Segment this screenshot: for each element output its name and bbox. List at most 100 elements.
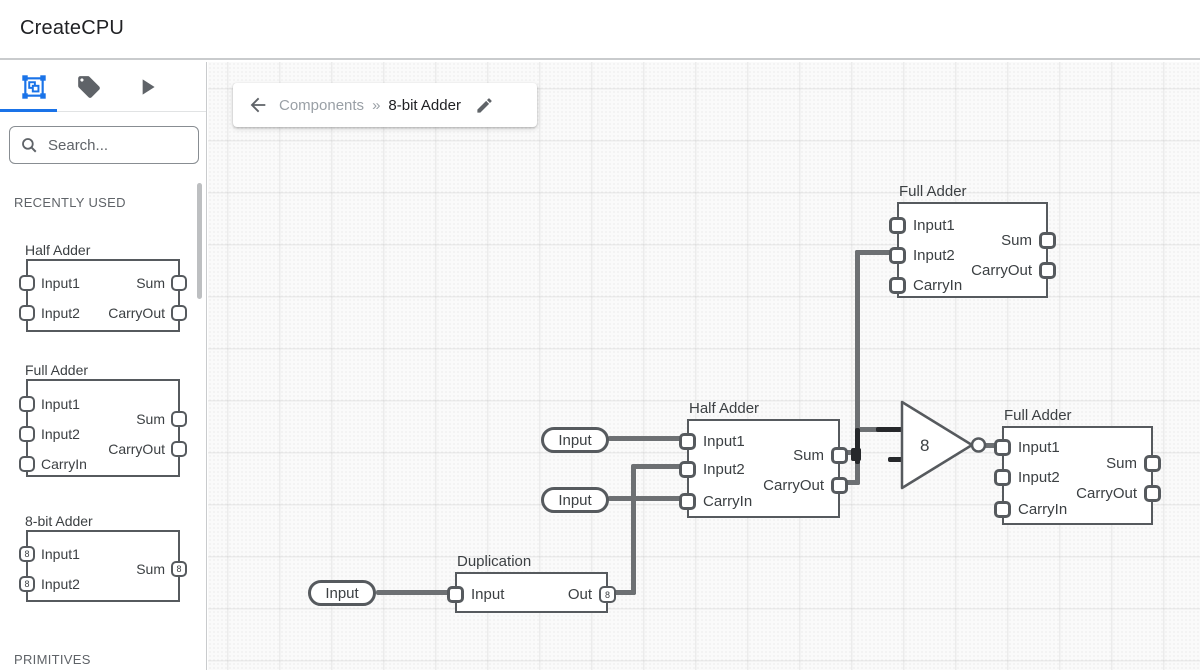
- circuit-canvas[interactable]: Input Input Input Full Adder Input1 Inpu…: [208, 62, 1200, 670]
- breadcrumb: Components » 8-bit Adder: [233, 83, 537, 127]
- port[interactable]: [994, 469, 1011, 486]
- port[interactable]: [679, 461, 696, 478]
- port-label: CarryIn: [1018, 501, 1068, 518]
- node-full-adder-right[interactable]: Full Adder Input1 Input2 CarryIn Sum Car…: [994, 407, 1161, 525]
- tab-components[interactable]: [21, 74, 47, 100]
- port[interactable]: [447, 586, 464, 603]
- port-label: Sum: [1106, 455, 1137, 472]
- port[interactable]: [19, 456, 35, 472]
- app-header: CreateCPU: [0, 0, 1200, 60]
- component-search[interactable]: [9, 126, 199, 164]
- library-8bit-adder[interactable]: 8-bit Adder 8 Input1 8 Input2 8 Sum: [19, 513, 187, 602]
- tab-simulate[interactable]: [134, 74, 160, 100]
- port[interactable]: [831, 447, 848, 464]
- wire-junction[interactable]: [851, 448, 861, 461]
- port-label: Input2: [703, 461, 745, 478]
- sidebar-tabbar: [0, 62, 206, 112]
- wire-segment[interactable]: [984, 443, 998, 448]
- port[interactable]: [171, 411, 187, 427]
- port-label: CarryOut: [971, 262, 1032, 279]
- port[interactable]: [994, 439, 1011, 456]
- back-arrow-icon[interactable]: [247, 94, 269, 116]
- port[interactable]: [994, 501, 1011, 518]
- wire-segment[interactable]: [608, 496, 686, 501]
- port[interactable]: [889, 217, 906, 234]
- node-title: Half Adder: [689, 400, 760, 417]
- port-label: Sum: [1001, 232, 1032, 249]
- port[interactable]: [171, 275, 187, 291]
- port[interactable]: [679, 493, 696, 510]
- port[interactable]: [1144, 485, 1161, 502]
- port[interactable]: [831, 477, 848, 494]
- port-label: Input2: [1018, 469, 1060, 486]
- breadcrumb-parent[interactable]: Components: [279, 96, 365, 114]
- port-label: Sum: [793, 447, 824, 464]
- port[interactable]: [889, 277, 906, 294]
- node-merger[interactable]: 8: [898, 398, 1002, 494]
- node-duplication[interactable]: Duplication Input 8 Out: [447, 553, 616, 613]
- wire-segment[interactable]: [607, 590, 636, 595]
- wire-segment[interactable]: [376, 590, 450, 595]
- port-label: CarryIn: [703, 493, 753, 510]
- input-pin[interactable]: Input: [541, 487, 609, 513]
- port-label: Input1: [41, 396, 80, 412]
- port-label: Input: [471, 586, 505, 603]
- library-item-title: 8-bit Adder: [25, 513, 93, 529]
- port-label: Out: [567, 586, 592, 603]
- search-icon: [22, 138, 37, 153]
- components-icon: [22, 75, 46, 99]
- port[interactable]: [19, 275, 35, 291]
- wire-segment-active[interactable]: [876, 427, 902, 432]
- port[interactable]: [1039, 232, 1056, 249]
- port[interactable]: [19, 396, 35, 412]
- wire-segment[interactable]: [855, 250, 860, 485]
- port-label: Input2: [41, 305, 80, 321]
- edit-pencil-icon[interactable]: [475, 96, 494, 115]
- node-full-adder-top[interactable]: Full Adder Input1 Input2 CarryIn Sum Car…: [889, 183, 1056, 298]
- wire-segment[interactable]: [855, 250, 891, 255]
- sidebar-scrollbar[interactable]: [197, 183, 202, 299]
- tag-icon: [78, 76, 100, 98]
- port-8bit[interactable]: 8: [19, 576, 35, 592]
- port-8bit[interactable]: 8: [599, 586, 616, 603]
- section-primitives: PRIMITIVES: [14, 652, 91, 667]
- library-half-adder[interactable]: Half Adder Input1 Input2 Sum CarryOut: [19, 242, 187, 332]
- wire-segment[interactable]: [631, 464, 683, 469]
- breadcrumb-current: 8-bit Adder: [388, 96, 461, 114]
- port[interactable]: [1144, 455, 1161, 472]
- port-label: Input1: [1018, 439, 1060, 456]
- wire-segment-active[interactable]: [855, 428, 860, 464]
- app-title: CreateCPU: [20, 17, 125, 39]
- wire-segment[interactable]: [846, 480, 860, 485]
- port[interactable]: [889, 247, 906, 264]
- port-label: CarryOut: [108, 441, 165, 457]
- input-pin[interactable]: Input: [308, 580, 376, 606]
- port-label: Input1: [41, 546, 80, 562]
- search-input[interactable]: [46, 135, 176, 155]
- port[interactable]: [19, 426, 35, 442]
- wire-stub[interactable]: [888, 457, 903, 462]
- port[interactable]: [679, 433, 696, 450]
- port-label: CarryIn: [41, 456, 87, 472]
- port-label: Input1: [703, 433, 745, 450]
- node-half-adder[interactable]: Half Adder Input1 Input2 CarryIn Sum Car…: [679, 400, 848, 518]
- port-label: Input1: [41, 275, 80, 291]
- port-8bit[interactable]: 8: [171, 561, 187, 577]
- port[interactable]: [171, 305, 187, 321]
- library-item-title: Half Adder: [25, 242, 91, 258]
- library-full-adder[interactable]: Full Adder Input1 Input2 CarryIn Sum Car…: [19, 362, 187, 477]
- port[interactable]: [1039, 262, 1056, 279]
- port-8bit[interactable]: 8: [19, 546, 35, 562]
- tab-tags[interactable]: [76, 74, 102, 100]
- port-label: Sum: [136, 561, 165, 577]
- port-label: Sum: [136, 275, 165, 291]
- input-pin[interactable]: Input: [541, 427, 609, 453]
- active-tab-indicator: [0, 109, 57, 112]
- wire-segment[interactable]: [608, 436, 684, 441]
- wire-segment[interactable]: [631, 465, 636, 595]
- port[interactable]: [171, 441, 187, 457]
- port[interactable]: [19, 305, 35, 321]
- breadcrumb-separator: »: [372, 96, 381, 114]
- port-label: Input2: [41, 576, 80, 592]
- section-recently-used: RECENTLY USED: [14, 195, 126, 210]
